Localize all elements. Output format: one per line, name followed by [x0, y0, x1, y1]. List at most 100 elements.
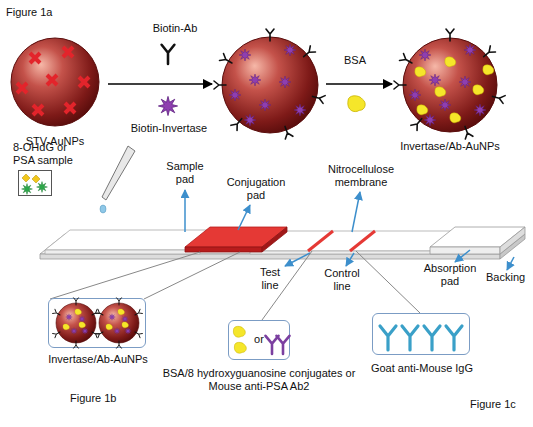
part-label: Sample pad: [163, 160, 207, 186]
conjugation-pad: [262, 227, 287, 252]
streptavidin-cross: [33, 105, 43, 115]
pipette: [102, 146, 135, 200]
inset-box: orBSA/8 hydroxyguanosine conjugates or M…: [228, 320, 290, 360]
nanoparticle-sphere: STV-AuNPs: [10, 37, 100, 127]
invertase-symbol: [158, 96, 177, 115]
reagent-label: Biotin-Ab: [145, 22, 205, 35]
bsa-blob: [473, 85, 484, 95]
node-label: or: [229, 333, 289, 346]
pointer-arrow: [184, 190, 186, 232]
bsa-blob: [483, 65, 494, 75]
streptavidin-cross: [79, 77, 89, 87]
streptavidin-cross: [47, 75, 57, 85]
antibody-symbol: [411, 116, 425, 130]
conjugation-pad: [185, 247, 262, 252]
absorption-pad: [430, 247, 500, 254]
psa-symbol: [37, 182, 48, 193]
invertase-symbol: [459, 76, 471, 88]
nanoparticle-sphere: [222, 37, 318, 133]
pointer-arrow: [238, 205, 250, 230]
bsa-blob: [415, 67, 426, 77]
part-label: Control line: [320, 267, 364, 293]
nanoparticle-sphere: [96, 298, 143, 348]
node-label: Invertase/Ab-AuNPs: [33, 353, 163, 366]
pointer-arrow: [455, 250, 470, 262]
antibody-symbol: [446, 29, 454, 41]
part-label: Nitrocellulose membrane: [320, 163, 402, 189]
pointer-arrow: [352, 192, 360, 232]
invertase-symbol: [284, 44, 296, 56]
invertase-symbol: [409, 89, 421, 101]
bsa-blob: [417, 105, 428, 115]
bsa-blob: [233, 326, 245, 337]
figure-label: Figure 1c: [470, 398, 530, 411]
antibody-symbol: [461, 125, 473, 139]
antibody-symbol: [491, 93, 505, 104]
part-label: Test line: [255, 266, 285, 292]
inset-box: Invertase/Ab-AuNPs: [48, 298, 146, 348]
control-line: [350, 231, 375, 251]
invertase-symbol: [229, 89, 241, 101]
sphere-outline: [10, 37, 100, 127]
psa-symbol: [22, 184, 33, 195]
nanoparticle-sphere: [11, 38, 99, 126]
invertase-symbol: [439, 99, 451, 111]
part-label: Absorption pad: [418, 262, 482, 288]
nanoparticle-sphere: [403, 38, 497, 132]
antibody-symbol: [380, 326, 396, 350]
antibody-symbol: [481, 46, 495, 60]
invertase-symbol: [464, 44, 476, 56]
antibody-symbol: [214, 81, 226, 89]
invertase-symbol: [419, 49, 431, 61]
invertase-symbol: [424, 114, 436, 126]
invertase-symbol: [294, 104, 306, 116]
nanoparticle-sphere: Invertase/Ab-AuNPs: [402, 37, 498, 133]
antibody-symbol: [266, 336, 279, 354]
invertase-symbol: [429, 74, 441, 86]
leader-line: [356, 251, 420, 313]
antibody-symbol: [402, 326, 418, 350]
node-label: 8-OHdG or PSA sample: [13, 141, 77, 167]
antibody-symbol: [301, 46, 315, 60]
reaction-arrow: [326, 83, 392, 85]
invertase-symbol: [259, 99, 271, 111]
streptavidin-cross: [30, 53, 40, 63]
invertase-symbol: [474, 104, 486, 116]
bsa-blob: [445, 57, 456, 67]
streptavidin-cross: [63, 47, 73, 57]
bsa-blob: [348, 96, 365, 112]
bsa-blob: [234, 342, 246, 353]
leader-line: [50, 252, 200, 299]
figure-label: Figure 1b: [70, 392, 140, 405]
reaction-arrow: [108, 83, 212, 85]
nitrocellulose-membrane: [250, 251, 440, 254]
invertase-symbol: [279, 76, 291, 88]
part-label: Conjugation pad: [222, 176, 290, 202]
pointer-arrow: [346, 253, 354, 266]
node-label: BSA/8 hydroxyguanosine conjugates or Mou…: [161, 367, 357, 393]
ohdg-diamond: [32, 175, 40, 183]
antibody-symbol: [281, 125, 293, 139]
reagent-label: BSA: [335, 54, 375, 67]
antibody-symbol: [277, 336, 290, 354]
sample-box: 8-OHdG or PSA sample: [18, 170, 52, 196]
sample-drop: [100, 205, 106, 213]
antibody-symbol: [446, 326, 462, 350]
antibody-symbol: [231, 116, 245, 130]
antibody-symbol: [162, 45, 175, 64]
antibody-symbol: [311, 93, 325, 104]
sample-pad: [45, 250, 200, 254]
node-label: Goat anti-Mouse IgG: [357, 362, 487, 375]
streptavidin-cross: [65, 103, 75, 113]
ohdg-diamond: [22, 174, 30, 182]
antibody-symbol: [220, 54, 234, 67]
antibody-symbol: [424, 326, 440, 350]
antibody-symbol: [394, 81, 406, 89]
streptavidin-cross: [17, 83, 27, 93]
bsa-blob: [435, 87, 446, 97]
antibody-symbol: [266, 29, 274, 41]
node-label: Invertase/Ab-AuNPs: [380, 140, 520, 153]
